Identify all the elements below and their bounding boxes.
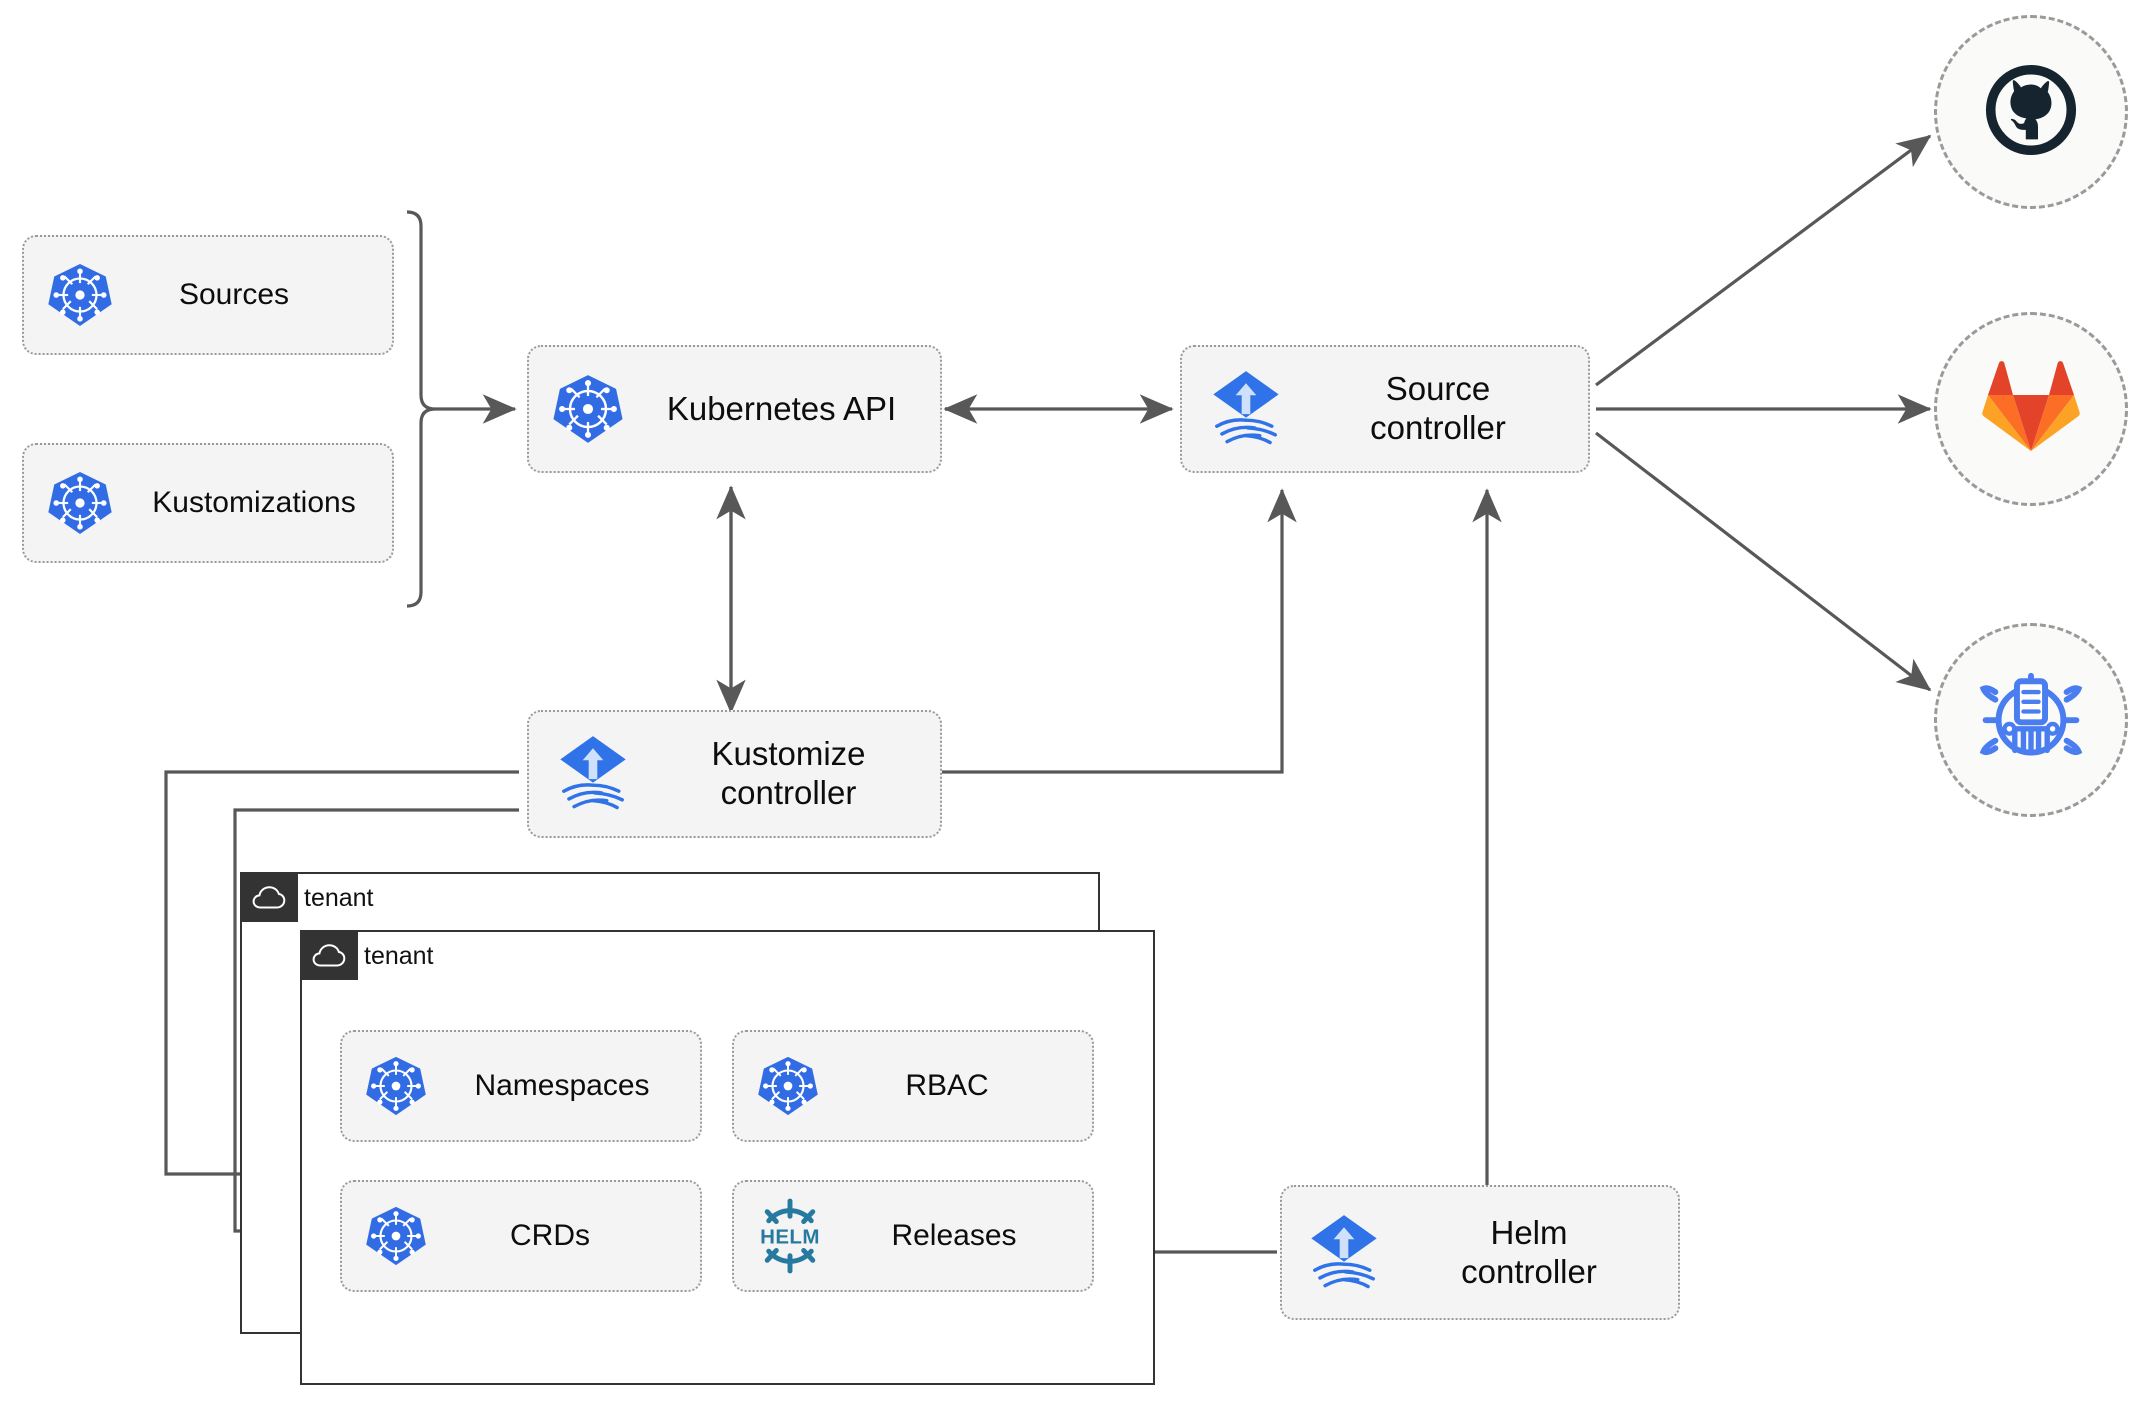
node-label: Releases <box>891 1219 1017 1253</box>
node-kustomizations[interactable]: Kustomizations <box>22 443 394 563</box>
node-label: RBAC <box>905 1069 989 1103</box>
node-label: Kubernetes API <box>666 389 897 427</box>
node-label: Sources <box>178 278 290 312</box>
node-label: Helm controller <box>1461 1213 1597 1290</box>
kubernetes-icon <box>342 1205 450 1267</box>
node-label: Namespaces <box>474 1069 650 1103</box>
cloud-icon <box>299 929 358 980</box>
tenant-label-front: tenant <box>364 941 434 970</box>
node-kustomize-controller[interactable]: Kustomize controller <box>527 710 942 838</box>
node-namespaces[interactable]: Namespaces <box>340 1030 702 1142</box>
helm-icon: HELM <box>734 1198 846 1274</box>
node-source-controller[interactable]: Source controller <box>1180 345 1590 473</box>
node-crds[interactable]: CRDs <box>340 1180 702 1292</box>
node-sources[interactable]: Sources <box>22 235 394 355</box>
kubernetes-icon <box>529 373 647 445</box>
helm-repository-icon <box>1977 664 2085 777</box>
repo-helm[interactable] <box>1934 623 2128 817</box>
tenant-label-back: tenant <box>304 883 374 912</box>
flux-icon <box>1182 366 1310 452</box>
repo-github[interactable] <box>1934 15 2128 209</box>
github-icon <box>1978 57 2084 168</box>
cloud-icon <box>239 871 298 922</box>
flux-icon <box>529 731 657 817</box>
kubernetes-icon <box>342 1055 450 1117</box>
node-rbac[interactable]: RBAC <box>732 1030 1094 1142</box>
node-helm-controller[interactable]: Helm controller <box>1280 1185 1680 1320</box>
kubernetes-icon <box>24 470 136 536</box>
node-kubernetes-api[interactable]: Kubernetes API <box>527 345 942 473</box>
node-label: Kustomizations <box>152 486 356 520</box>
node-label: Source controller <box>1370 370 1506 446</box>
kubernetes-icon <box>734 1055 842 1117</box>
node-releases[interactable]: HELM Releases <box>732 1180 1094 1292</box>
node-label: Kustomize controller <box>711 735 866 811</box>
node-label: CRDs <box>510 1219 590 1253</box>
svg-text:HELM: HELM <box>760 1226 820 1249</box>
repo-gitlab[interactable] <box>1934 312 2128 506</box>
kubernetes-icon <box>24 262 136 328</box>
gitlab-icon <box>1981 359 2081 460</box>
flux-icon <box>1282 1210 1406 1296</box>
tenant-container-front: tenant <box>299 929 1155 1385</box>
